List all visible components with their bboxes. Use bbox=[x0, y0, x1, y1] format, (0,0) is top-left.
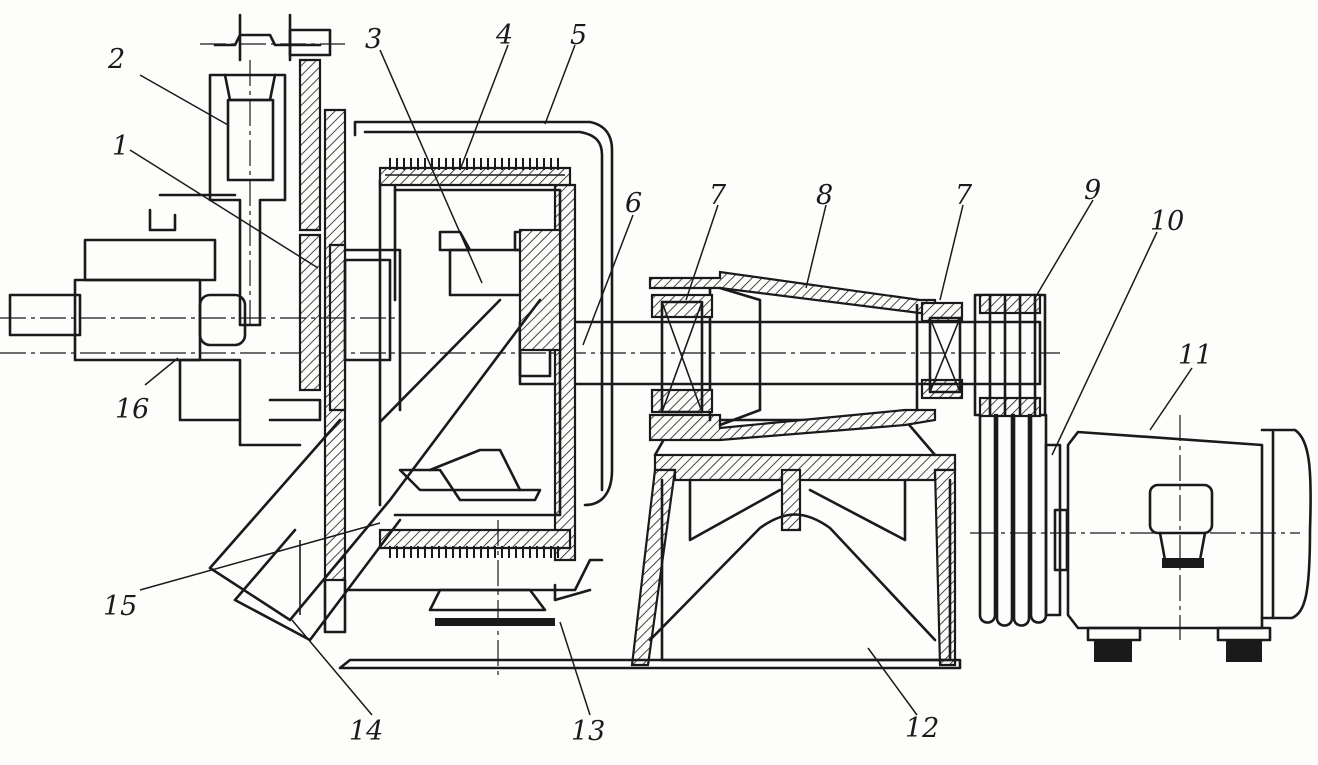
leader-lines bbox=[129, 44, 1193, 716]
label-10: 10 bbox=[1150, 206, 1184, 237]
label-7-left: 7 bbox=[709, 180, 727, 211]
label-4: 4 bbox=[495, 20, 513, 51]
rotor-disc bbox=[298, 233, 402, 412]
outlet bbox=[428, 520, 555, 680]
chamber-housing bbox=[323, 108, 614, 634]
base-frame bbox=[338, 418, 962, 670]
label-6: 6 bbox=[625, 188, 642, 219]
label-5: 5 bbox=[570, 20, 587, 51]
v-belts bbox=[978, 413, 1069, 627]
rotor-and-screens bbox=[378, 158, 572, 558]
feed-mechanism bbox=[148, 13, 345, 330]
label-1: 1 bbox=[112, 131, 129, 162]
label-2: 2 bbox=[107, 44, 125, 75]
label-15: 15 bbox=[103, 591, 137, 622]
label-14: 14 bbox=[349, 716, 383, 747]
label-3: 3 bbox=[365, 24, 382, 55]
label-12: 12 bbox=[905, 713, 939, 744]
drive-unit bbox=[0, 238, 400, 447]
label-9: 9 bbox=[1084, 175, 1101, 206]
label-16: 16 bbox=[115, 394, 149, 425]
label-8: 8 bbox=[816, 180, 833, 211]
part-labels: 1 2 3 4 5 6 7 7 8 9 10 11 12 13 14 15 16 bbox=[103, 20, 1212, 747]
bearing-housing bbox=[648, 270, 964, 442]
electric-motor bbox=[970, 415, 1312, 662]
label-13: 13 bbox=[571, 716, 605, 747]
main-shaft bbox=[0, 320, 1060, 386]
shaft-pulley bbox=[973, 293, 1047, 418]
label-11: 11 bbox=[1178, 340, 1212, 371]
label-7-right: 7 bbox=[955, 180, 973, 211]
